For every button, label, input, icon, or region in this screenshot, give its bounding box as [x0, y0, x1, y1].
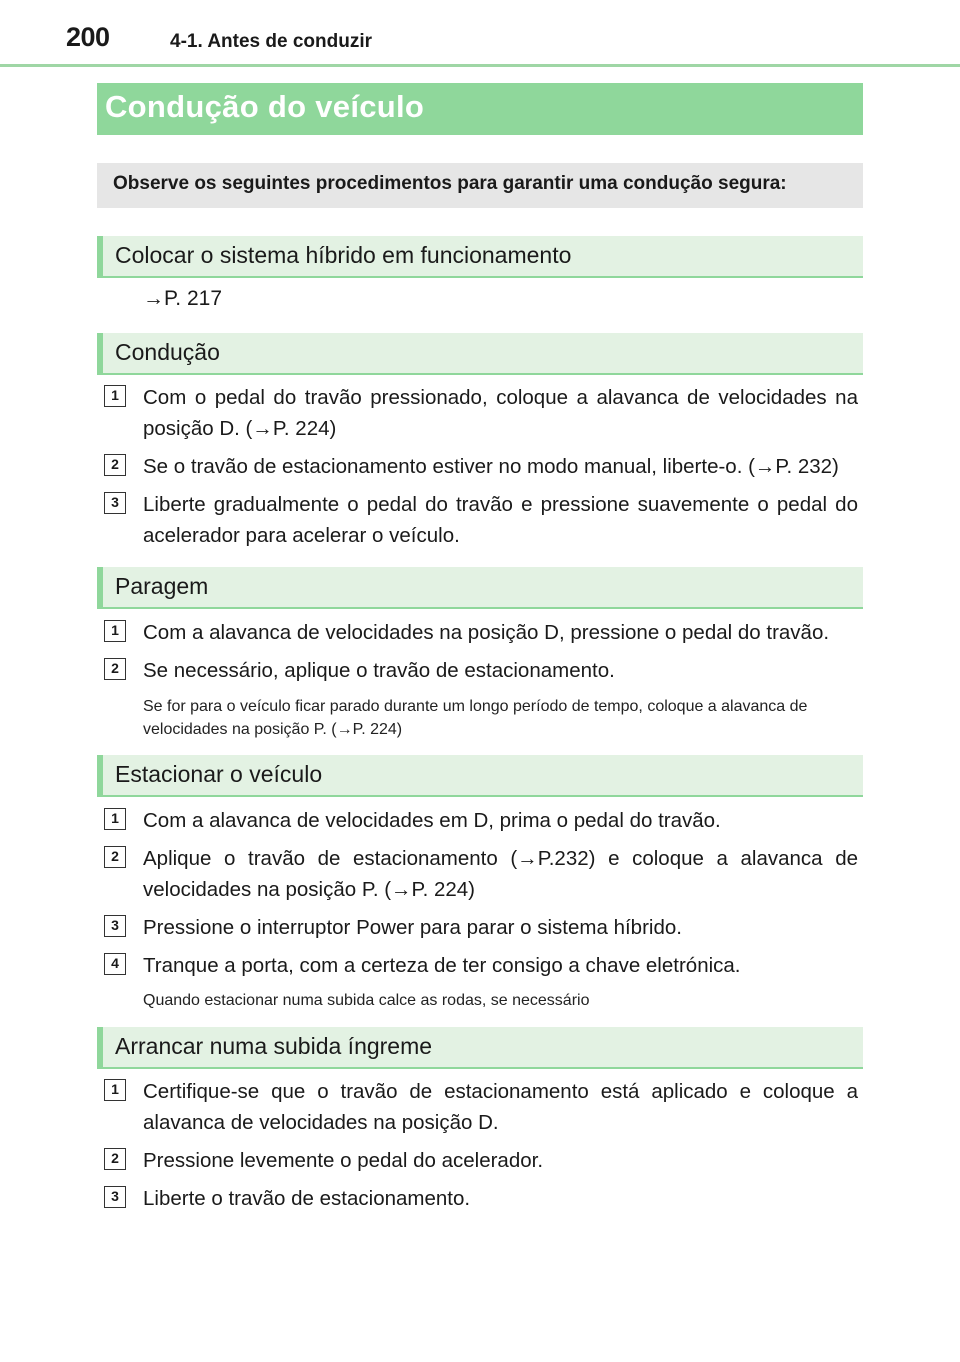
step-text: Certifique-se que o travão de estacionam… — [143, 1080, 858, 1134]
step-number-badge: 2 — [104, 658, 126, 680]
step-text: Com o pedal do travão pressionado, coloq… — [143, 386, 858, 440]
section-header-driving: Condução — [97, 333, 863, 375]
note-text: Se for para o veículo ficar parado duran… — [143, 698, 808, 738]
header-divider — [0, 64, 960, 67]
section-header-stopping: Paragem — [97, 567, 863, 609]
section-title: Paragem — [115, 573, 209, 599]
note-text: Quando estacionar numa subida calce as r… — [143, 992, 590, 1009]
step-number-badge: 2 — [104, 846, 126, 868]
step-text: Com a alavanca de velocidades na posição… — [143, 621, 830, 644]
step-text: Se necessário, aplique o travão de estac… — [143, 659, 615, 682]
section-title: Condução — [115, 339, 220, 365]
section-title: Estacionar o veículo — [115, 761, 323, 787]
page-number: 200 — [66, 22, 110, 52]
step-number-badge: 3 — [104, 492, 126, 514]
step-number-badge: 3 — [104, 1186, 126, 1208]
step-text: Liberte gradualmente o pedal do travão e… — [143, 493, 858, 547]
section-header-parking: Estacionar o veículo — [97, 755, 863, 797]
intro-box: Observe os seguintes procedimentos para … — [97, 163, 863, 208]
step-number-badge: 1 — [104, 385, 126, 407]
step-text: Aplique o travão de estacionamento (→P.2… — [143, 847, 858, 901]
step-number-badge: 4 — [104, 953, 126, 975]
step-text: Liberte o travão de estacionamento. — [143, 1187, 471, 1210]
page-title: Condução do veículo — [105, 89, 425, 124]
page-title-bar: Condução do veículo — [97, 83, 863, 135]
section-header-start: Colocar o sistema híbrido em funcionamen… — [97, 236, 863, 278]
chapter-title: 4-1. Antes de conduzir — [170, 31, 372, 52]
step-number-badge: 3 — [104, 915, 126, 937]
step-text: Se o travão de estacionamento estiver no… — [143, 455, 839, 478]
step-text: Pressione o interruptor Power para parar… — [143, 916, 682, 939]
step-text: Com a alavanca de velocidades em D, prim… — [143, 809, 721, 832]
step-number-badge: 2 — [104, 1148, 126, 1170]
step-number-badge: 1 — [104, 1079, 126, 1101]
step-text: Tranque a porta, com a certeza de ter co… — [143, 954, 741, 977]
intro-text: Observe os seguintes procedimentos para … — [113, 173, 787, 194]
step-number-badge: 2 — [104, 454, 126, 476]
step-text: Pressione levemente o pedal do acelerado… — [143, 1149, 544, 1172]
section-title: Colocar o sistema híbrido em funcionamen… — [115, 242, 572, 268]
step-number-badge: 1 — [104, 808, 126, 830]
page-reference-link[interactable]: →P. 217 — [143, 287, 223, 310]
section-title: Arrancar numa subida íngreme — [115, 1033, 433, 1059]
page-header: 200 4-1. Antes de conduzir — [0, 0, 960, 67]
step-number-badge: 1 — [104, 620, 126, 642]
section-header-hill: Arrancar numa subida íngreme — [97, 1027, 863, 1069]
